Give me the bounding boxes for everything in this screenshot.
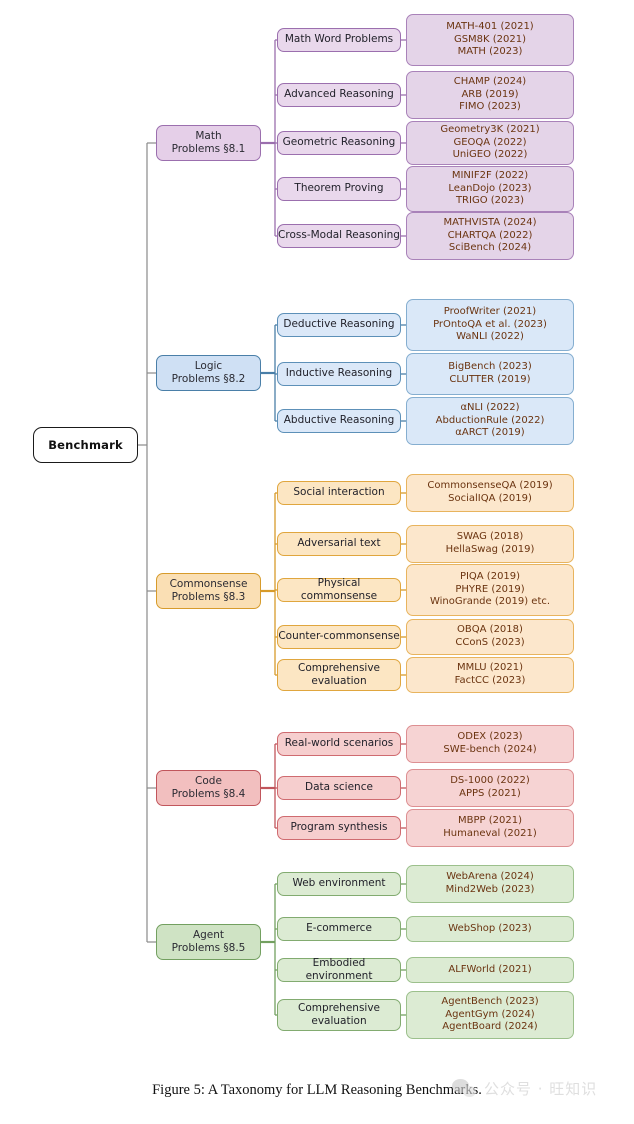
- subcategory-node-math-1[interactable]: Advanced Reasoning: [277, 83, 401, 107]
- subcategory-node-commonsense-0[interactable]: Social interaction: [277, 481, 401, 505]
- category-node-commonsense[interactable]: Commonsense Problems §8.3: [156, 573, 261, 609]
- benchmark-list-agent-1[interactable]: WebShop (2023): [406, 916, 574, 942]
- subcategory-node-math-3[interactable]: Theorem Proving: [277, 177, 401, 201]
- benchmark-list-math-0[interactable]: MATH-401 (2021) GSM8K (2021) MATH (2023): [406, 14, 574, 66]
- category-node-logic[interactable]: Logic Problems §8.2: [156, 355, 261, 391]
- category-node-agent[interactable]: Agent Problems §8.5: [156, 924, 261, 960]
- benchmark-list-logic-0[interactable]: ProofWriter (2021) PrOntoQA et al. (2023…: [406, 299, 574, 351]
- subcategory-node-code-0[interactable]: Real-world scenarios: [277, 732, 401, 756]
- subcategory-node-agent-1[interactable]: E-commerce: [277, 917, 401, 941]
- benchmark-list-commonsense-1[interactable]: SWAG (2018) HellaSwag (2019): [406, 525, 574, 563]
- benchmark-list-commonsense-4[interactable]: MMLU (2021) FactCC (2023): [406, 657, 574, 693]
- subcategory-node-agent-0[interactable]: Web environment: [277, 872, 401, 896]
- subcategory-node-agent-2[interactable]: Embodied environment: [277, 957, 401, 982]
- subcategory-node-logic-2[interactable]: Abductive Reasoning: [277, 409, 401, 433]
- benchmark-list-commonsense-0[interactable]: CommonsenseQA (2019) SocialIQA (2019): [406, 474, 574, 512]
- benchmark-list-agent-3[interactable]: AgentBench (2023) AgentGym (2024) AgentB…: [406, 991, 574, 1039]
- subcategory-node-commonsense-1[interactable]: Adversarial text: [277, 532, 401, 556]
- benchmark-list-math-1[interactable]: CHAMP (2024) ARB (2019) FIMO (2023): [406, 71, 574, 119]
- category-node-math[interactable]: Math Problems §8.1: [156, 125, 261, 161]
- benchmark-list-agent-2[interactable]: ALFWorld (2021): [406, 957, 574, 983]
- benchmark-list-math-2[interactable]: Geometry3K (2021) GEOQA (2022) UniGEO (2…: [406, 121, 574, 165]
- benchmark-list-math-4[interactable]: MATHVISTA (2024) CHARTQA (2022) SciBench…: [406, 212, 574, 260]
- benchmark-list-math-3[interactable]: MINIF2F (2022) LeanDojo (2023) TRIGO (20…: [406, 166, 574, 212]
- subcategory-node-agent-3[interactable]: Comprehensive evaluation: [277, 999, 401, 1031]
- subcategory-node-code-1[interactable]: Data science: [277, 776, 401, 800]
- subcategory-node-math-0[interactable]: Math Word Problems: [277, 28, 401, 52]
- subcategory-node-commonsense-2[interactable]: Physical commonsense: [277, 577, 401, 602]
- benchmark-list-code-2[interactable]: MBPP (2021) Humaneval (2021): [406, 809, 574, 847]
- benchmark-list-code-0[interactable]: ODEX (2023) SWE-bench (2024): [406, 725, 574, 763]
- subcategory-node-math-4[interactable]: Cross-Modal Reasoning: [277, 224, 401, 248]
- subcategory-node-math-2[interactable]: Geometric Reasoning: [277, 131, 401, 155]
- benchmark-list-code-1[interactable]: DS-1000 (2022) APPS (2021): [406, 769, 574, 807]
- benchmark-list-logic-1[interactable]: BigBench (2023) CLUTTER (2019): [406, 353, 574, 395]
- subcategory-node-commonsense-4[interactable]: Comprehensive evaluation: [277, 659, 401, 691]
- figure-caption: Figure 5: A Taxonomy for LLM Reasoning B…: [152, 1082, 482, 1098]
- benchmark-list-logic-2[interactable]: αNLI (2022) AbductionRule (2022) αARCT (…: [406, 397, 574, 445]
- category-node-code[interactable]: Code Problems §8.4: [156, 770, 261, 806]
- benchmark-list-agent-0[interactable]: WebArena (2024) Mind2Web (2023): [406, 865, 574, 903]
- benchmark-list-commonsense-3[interactable]: OBQA (2018) CConS (2023): [406, 619, 574, 655]
- subcategory-node-commonsense-3[interactable]: Counter-commonsense: [277, 625, 401, 649]
- subcategory-node-logic-0[interactable]: Deductive Reasoning: [277, 313, 401, 337]
- benchmark-list-commonsense-2[interactable]: PIQA (2019) PHYRE (2019) WinoGrande (201…: [406, 564, 574, 616]
- subcategory-node-logic-1[interactable]: Inductive Reasoning: [277, 362, 401, 386]
- subcategory-node-code-2[interactable]: Program synthesis: [277, 816, 401, 840]
- root-node-benchmark[interactable]: Benchmark: [33, 427, 138, 463]
